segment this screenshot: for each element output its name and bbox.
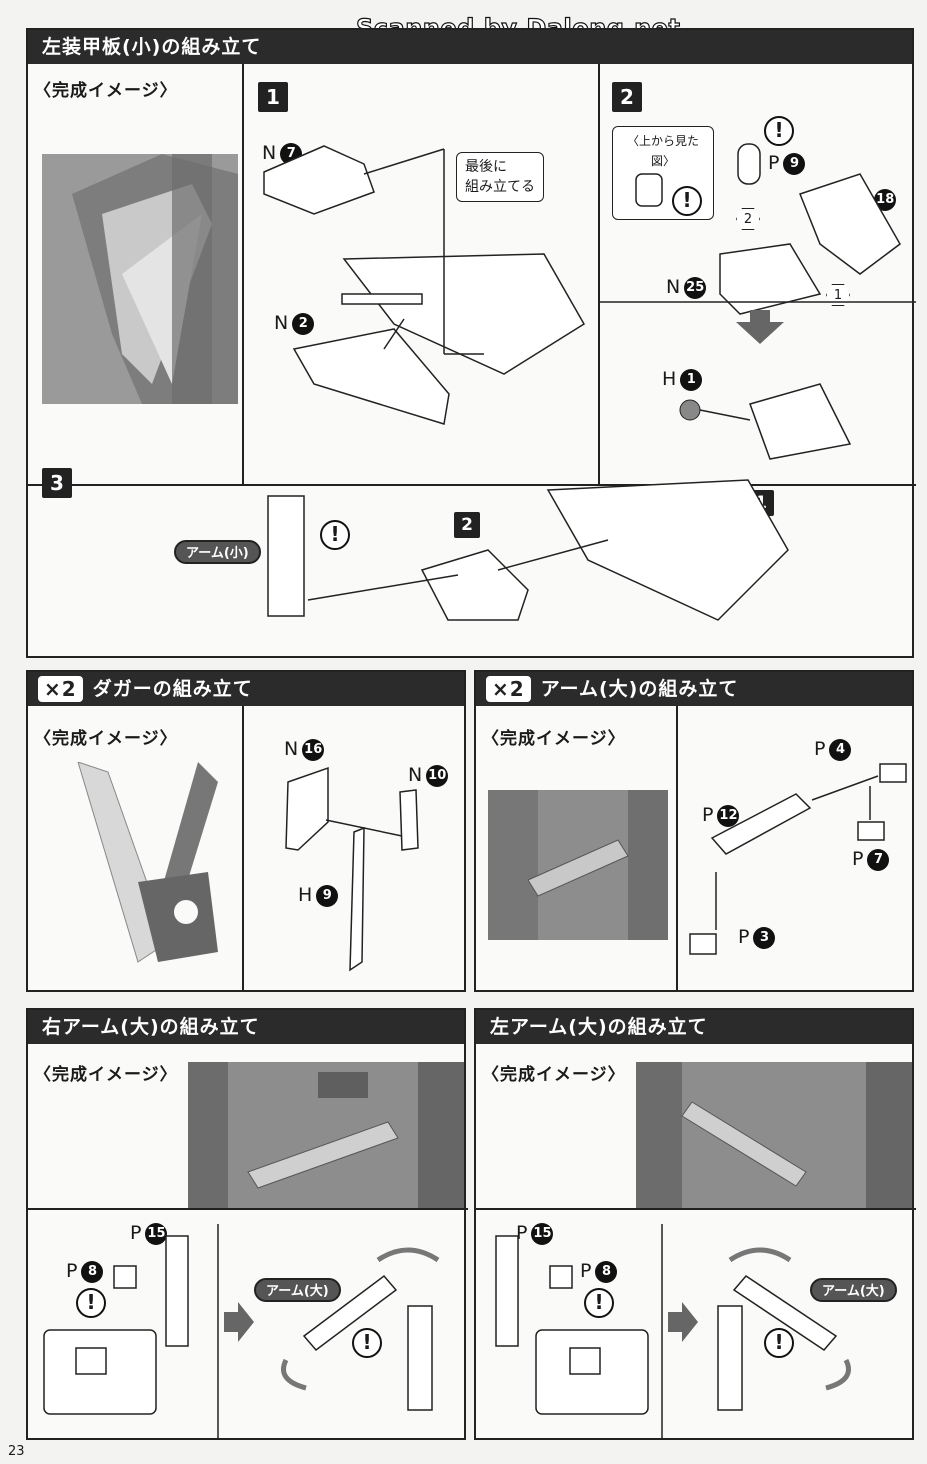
- complete-image-label: 〈完成イメージ〉: [34, 729, 178, 749]
- divider-step3: [28, 484, 916, 486]
- page-number: 23: [8, 1444, 25, 1459]
- multiplier-badge: ×2: [486, 676, 531, 702]
- step2-drawing: [600, 143, 916, 460]
- multiplier-badge: ×2: [38, 676, 83, 702]
- order-badge-1: 1: [826, 284, 850, 306]
- divider: [476, 1208, 916, 1210]
- section-header: ×2 アーム(大)の組み立て: [476, 672, 912, 706]
- section-left-arm: 左アーム(大)の組み立て 〈完成イメージ〉 P15 P8 ! ! ! アーム(大…: [474, 1008, 916, 1440]
- warning-icon: !: [584, 1288, 614, 1318]
- step3-drawing: [267, 479, 789, 621]
- arm-large-label: アーム(大): [810, 1278, 897, 1302]
- divider: [28, 1208, 468, 1210]
- section-title: ダガーの組み立て: [92, 678, 253, 700]
- complete-image-label: 〈完成イメージ〉: [482, 1065, 626, 1085]
- complete-image-label: 〈完成イメージ〉: [34, 1065, 178, 1085]
- step1-number: 1: [258, 82, 288, 112]
- warning-icon: !: [764, 116, 794, 146]
- complete-image-panel: 〈完成イメージ〉: [476, 706, 678, 992]
- warning-icon: !: [764, 1328, 794, 1358]
- complete-image-photo: [42, 154, 238, 404]
- arm-large-label: アーム(大): [254, 1278, 341, 1302]
- section-header: ×2 ダガーの組み立て: [28, 672, 464, 706]
- dagger-drawing: [285, 766, 419, 972]
- complete-image-panel: 〈完成イメージ〉: [28, 706, 244, 992]
- complete-image-label: 〈完成イメージ〉: [482, 729, 626, 749]
- complete-image-photo: [488, 790, 668, 940]
- step1-panel: 1 N7 B12 N2 最後に 組み立てる: [244, 64, 600, 484]
- section-title: 右アーム(大)の組み立て: [28, 1010, 464, 1044]
- warning-icon: !: [672, 186, 702, 216]
- section-title: 左アーム(大)の組み立て: [476, 1010, 912, 1044]
- warning-icon: !: [352, 1328, 382, 1358]
- section-left-armor: 左装甲板(小)の組み立て 〈完成イメージ〉 1 N7 B12 N2 最後に 組み…: [26, 28, 916, 658]
- section-right-arm: 右アーム(大)の組み立て 〈完成イメージ〉 P15 P8 ! ! ! アーム(大…: [26, 1008, 468, 1440]
- step3-number: 3: [42, 468, 72, 498]
- complete-image-panel: 〈完成イメージ〉: [28, 64, 244, 484]
- warning-icon: !: [76, 1288, 106, 1318]
- complete-image-photo: [636, 1062, 912, 1208]
- complete-image-photo: [68, 762, 228, 974]
- section-title: アーム(大)の組み立て: [540, 678, 739, 700]
- step2-panel: 2 〈上から見た図〉 ! ! P9 N18 N25 H1 2 1: [600, 64, 916, 484]
- warning-icon: !: [320, 520, 350, 550]
- complete-image-photo: [188, 1062, 464, 1208]
- arm-small-label: アーム(小): [174, 540, 261, 564]
- step2-number: 2: [612, 82, 642, 112]
- arm-large-drawing: [689, 763, 907, 955]
- complete-image-label: 〈完成イメージ〉: [34, 81, 178, 101]
- order-badge-2: 2: [736, 208, 760, 230]
- step3-ref-2: 2: [454, 512, 480, 538]
- left-arm-drawing: [495, 1224, 851, 1438]
- assemble-last-callout: 最後に 組み立てる: [456, 152, 544, 202]
- right-arm-drawing: [43, 1224, 440, 1438]
- section-title: 左装甲板(小)の組み立て: [28, 30, 912, 64]
- step1-drawing: [263, 145, 586, 425]
